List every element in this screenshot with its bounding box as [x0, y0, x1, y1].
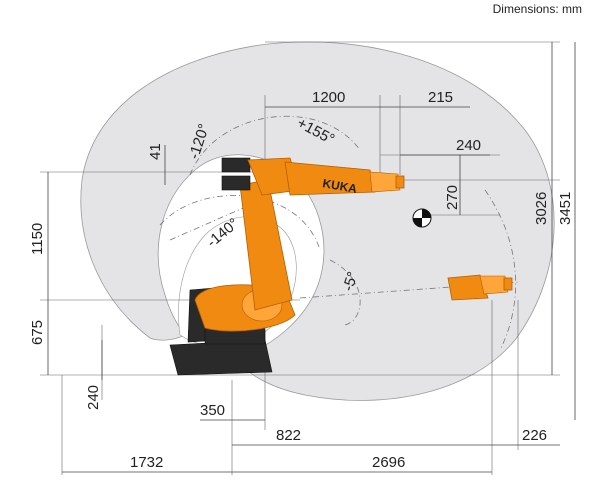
dim-240-top-label: 240	[456, 137, 481, 154]
dim-226-label: 226	[522, 427, 547, 444]
dim-240-left-label: 240	[85, 385, 102, 410]
robot-arm	[194, 157, 405, 332]
dim-1732-label: 1732	[130, 454, 163, 471]
dim-1150-label: 1150	[29, 223, 46, 255]
dim-2696-label: 2696	[372, 454, 405, 471]
brand-logo-label: KUKA	[321, 176, 358, 196]
dim-41-label: 41	[147, 143, 164, 160]
dim-822-label: 822	[276, 427, 301, 444]
dim-675-label: 675	[29, 320, 46, 345]
dim-3451-label: 3451	[557, 192, 574, 225]
axis-line-diagonal	[169, 204, 251, 241]
work-envelope	[80, 41, 555, 401]
dim-350-label: 350	[200, 402, 225, 419]
wrist-alt-position	[447, 274, 513, 301]
units-note: Dimensions: mm	[492, 2, 582, 16]
dim-270-label: 270	[444, 185, 461, 210]
angle-a3-pos-label: -5°	[340, 270, 362, 294]
dim-215-label: 215	[428, 89, 453, 106]
axis-arc-a	[189, 115, 361, 176]
cog-marker	[412, 208, 432, 228]
axis-arc-c	[329, 259, 361, 326]
dim-3026-label: 3026	[533, 192, 550, 225]
dim-1200-label: 1200	[312, 89, 345, 106]
axis-arc-d	[484, 189, 517, 351]
